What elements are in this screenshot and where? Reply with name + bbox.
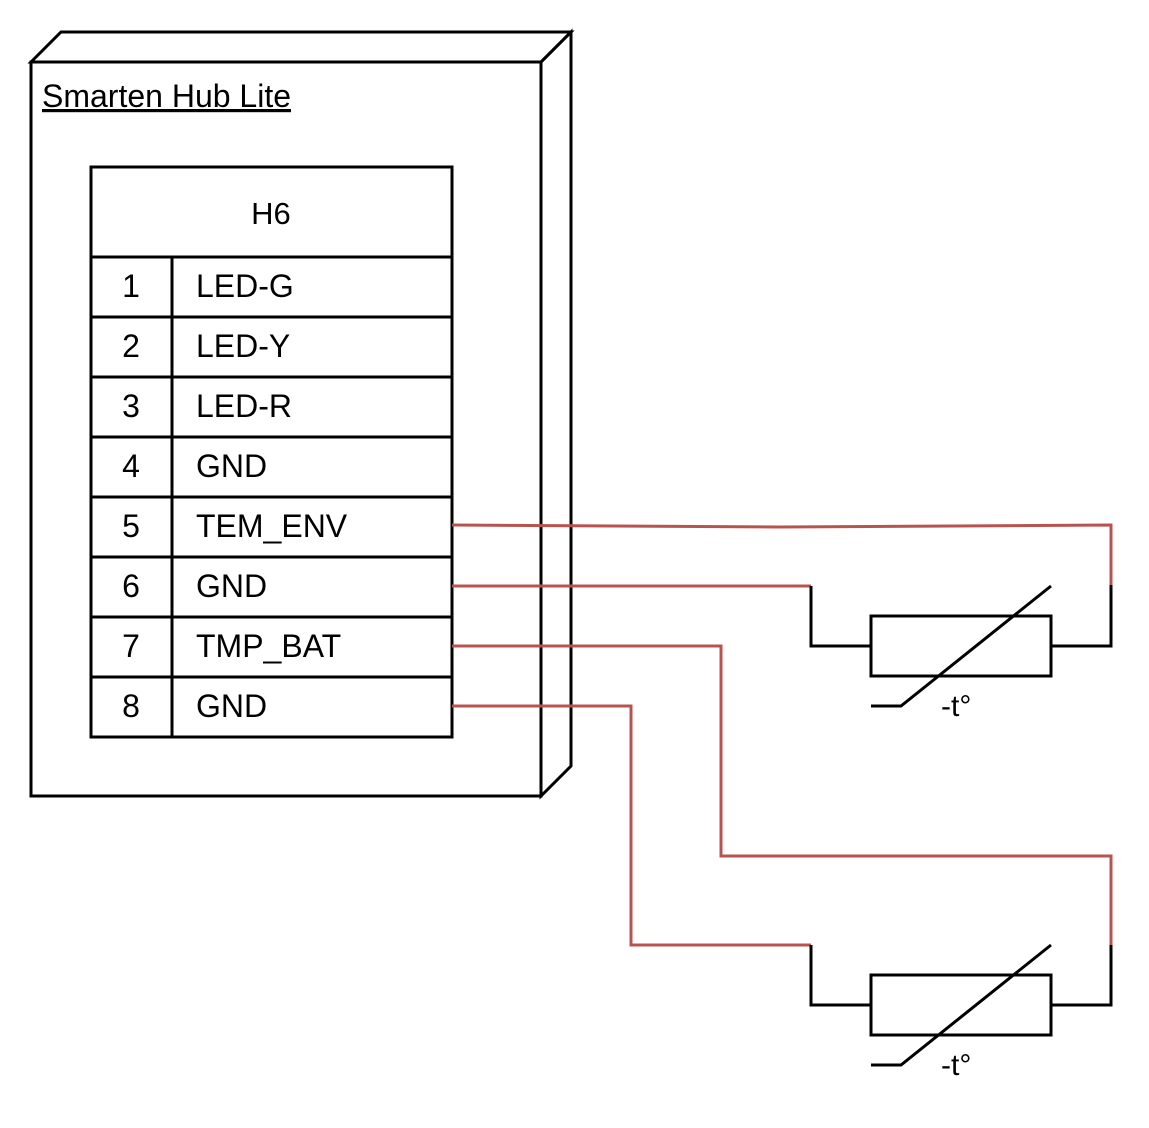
pin-number: 7: [122, 628, 140, 664]
thermistor-2-lead-left: [809, 945, 871, 1007]
wires: [451, 523, 1113, 947]
pin-label: LED-G: [196, 268, 294, 304]
device-front-face: [29, 60, 543, 798]
device-node: Smarten Hub Lite: [27, 28, 575, 800]
pin-label: LED-Y: [196, 328, 290, 364]
thermistor-2-slash: [871, 943, 1052, 1067]
wire-pin-5: [451, 523, 1113, 585]
pin-number: 6: [122, 568, 140, 604]
thermistor-1-label: -t°: [941, 690, 971, 723]
wire-pin-7: [452, 644, 1113, 945]
thermistor-2-lead-right: [1051, 945, 1113, 1007]
device-top-face: [27, 30, 575, 64]
pin-label: LED-R: [196, 388, 292, 424]
thermistor-1-lead-right: [1051, 585, 1113, 648]
pin-label: TEM_ENV: [196, 508, 348, 544]
pin-number: 8: [122, 688, 140, 724]
connector-name: H6: [251, 196, 291, 231]
pin-label: GND: [196, 568, 267, 604]
wire-pin-8: [452, 704, 811, 947]
pin-number: 4: [122, 448, 140, 484]
device-side-face: [539, 28, 573, 800]
thermistor-1-slash: [871, 584, 1052, 708]
pin-number: 5: [122, 508, 140, 544]
thermistor-2-body: [869, 973, 1053, 1037]
thermistor-2-label: -t°: [941, 1049, 971, 1082]
thermistor-1: -t°: [809, 584, 1113, 723]
pin-label: GND: [196, 688, 267, 724]
pin-number: 3: [122, 388, 140, 424]
thermistor-1-body: [869, 614, 1053, 678]
pin-label: TMP_BAT: [196, 628, 341, 664]
pin-label: GND: [196, 448, 267, 484]
thermistor-1-lead-left: [809, 586, 871, 648]
device-title: Smarten Hub Lite: [42, 78, 291, 114]
pin-number: 1: [122, 268, 140, 304]
thermistor-2: -t°: [809, 943, 1113, 1082]
connector-frame: [89, 165, 454, 739]
pin-number: 2: [122, 328, 140, 364]
